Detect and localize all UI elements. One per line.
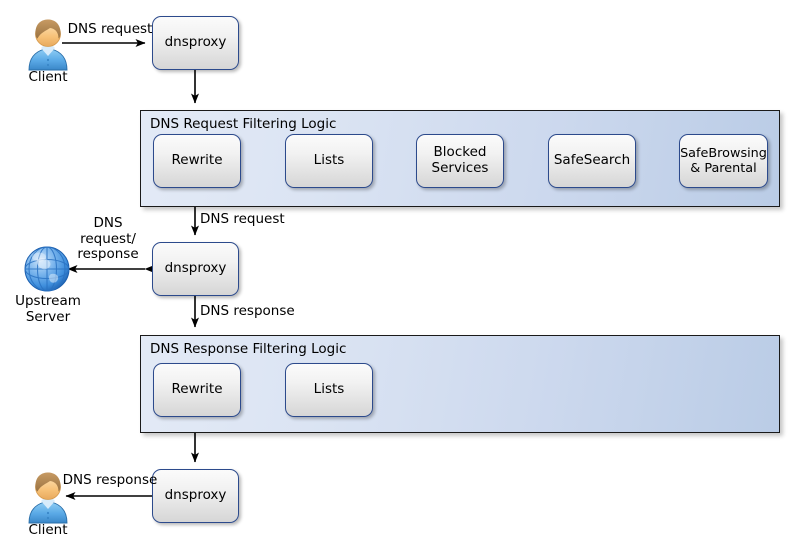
dnsproxy-node-bottom[interactable]: dnsproxy <box>152 469 239 523</box>
node-label: Blocked Services <box>431 144 489 176</box>
actor-label-client-bottom: Client <box>28 522 68 538</box>
node-req-safebrowsing-parental[interactable]: SafeBrowsing & Parental <box>679 134 768 188</box>
node-req-blocked-services[interactable]: Blocked Services <box>416 134 504 188</box>
edge-label-proxy-to-response-group: DNS response <box>200 303 295 319</box>
edge-label-upstream-bidirectional: DNS request/ response <box>77 215 139 263</box>
dnsproxy-label: dnsproxy <box>164 487 227 504</box>
node-label: Lists <box>313 152 345 169</box>
group-title-request-filtering: DNS Request Filtering Logic <box>150 116 337 132</box>
node-label: SafeBrowsing & Parental <box>680 145 767 176</box>
edge-label-client-to-proxy: DNS request <box>67 21 153 37</box>
node-resp-lists[interactable]: Lists <box>285 363 373 417</box>
dnsproxy-node-top[interactable]: dnsproxy <box>152 16 239 70</box>
node-req-safesearch[interactable]: SafeSearch <box>548 134 636 188</box>
actor-label-upstream-server: Upstream Server <box>15 293 81 325</box>
node-label: Rewrite <box>171 152 223 169</box>
node-resp-rewrite[interactable]: Rewrite <box>153 363 241 417</box>
dnsproxy-label: dnsproxy <box>164 260 227 277</box>
node-req-rewrite[interactable]: Rewrite <box>153 134 241 188</box>
group-title-response-filtering: DNS Response Filtering Logic <box>150 341 347 357</box>
group-response-filtering: DNS Response Filtering Logic <box>140 335 780 433</box>
globe-icon <box>24 246 70 292</box>
edge-label-proxy-to-request-group: DNS request <box>200 211 285 227</box>
dnsproxy-node-middle[interactable]: dnsproxy <box>152 242 239 296</box>
actor-label-client-top: Client <box>28 69 68 85</box>
node-req-lists[interactable]: Lists <box>285 134 373 188</box>
node-label: SafeSearch <box>553 152 631 169</box>
node-label: Rewrite <box>171 381 223 398</box>
edge-label-proxy-to-client: DNS response <box>62 472 158 488</box>
node-label: Lists <box>313 381 345 398</box>
dnsproxy-label: dnsproxy <box>164 34 227 51</box>
user-icon <box>28 19 68 71</box>
